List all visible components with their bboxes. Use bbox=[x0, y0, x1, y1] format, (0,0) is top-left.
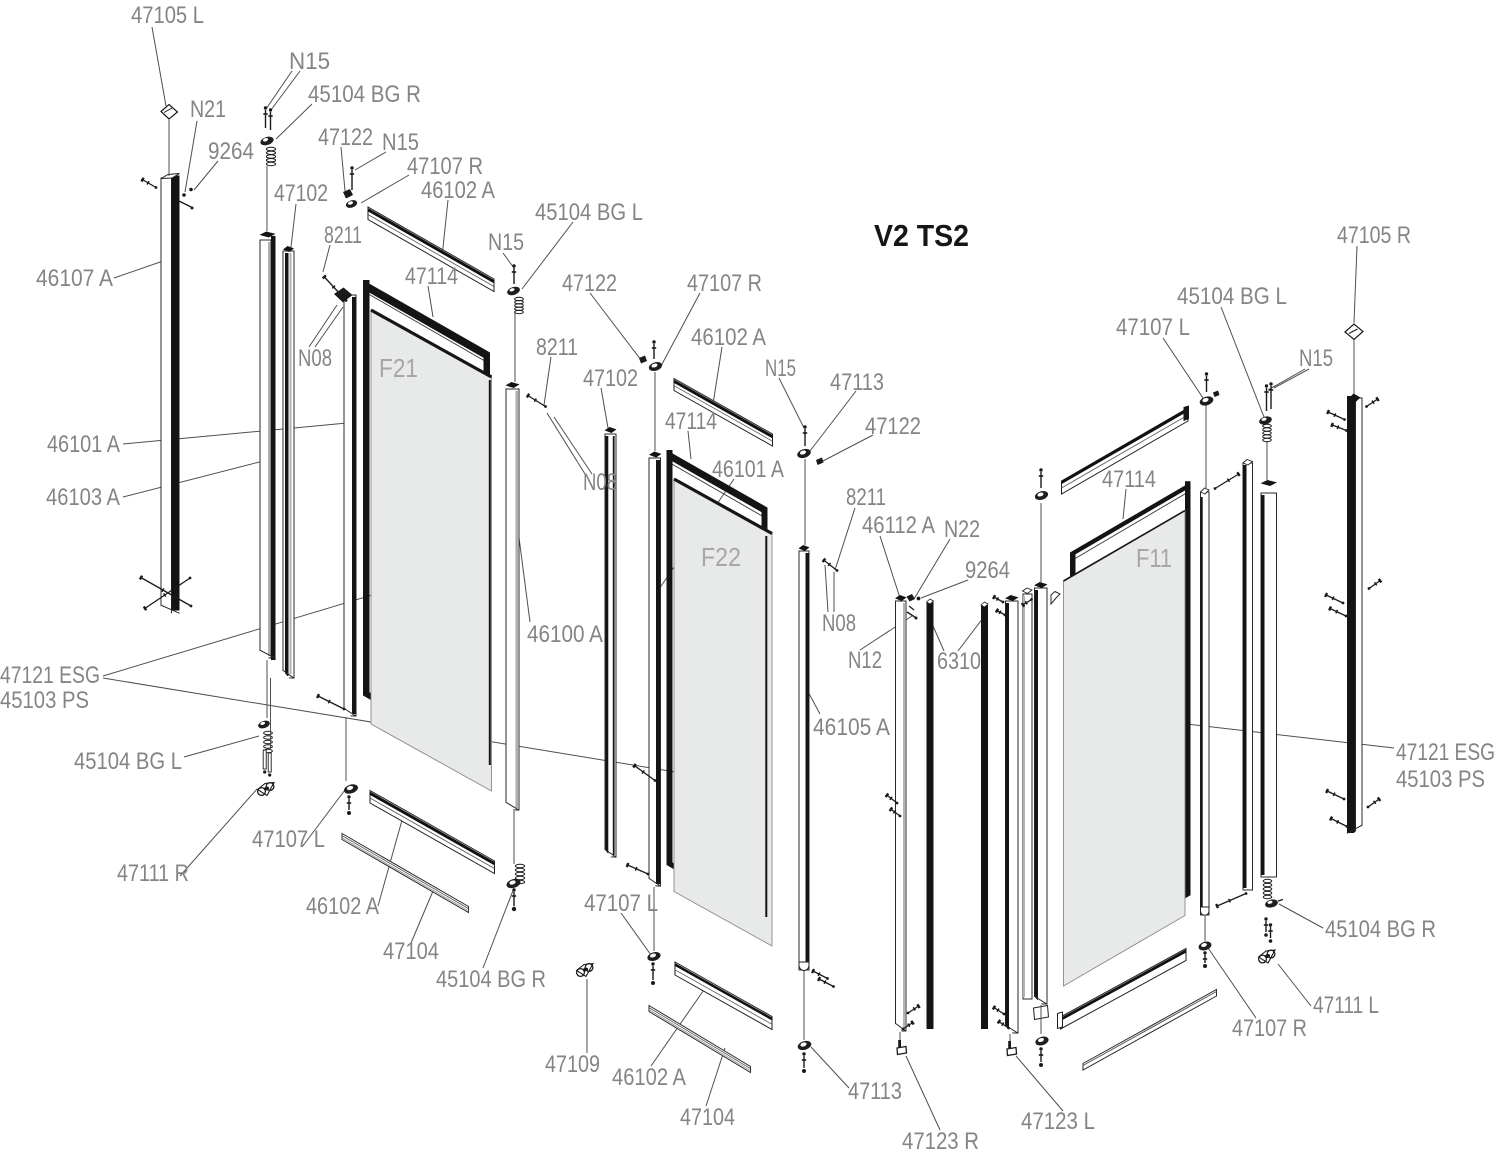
svg-text:N15: N15 bbox=[765, 355, 796, 382]
svg-text:47105 L: 47105 L bbox=[131, 2, 204, 29]
svg-text:45104 BG L: 45104 BG L bbox=[535, 199, 643, 226]
svg-text:45104 BG R: 45104 BG R bbox=[308, 81, 421, 108]
svg-text:47107 L: 47107 L bbox=[252, 826, 325, 853]
svg-text:46103 A: 46103 A bbox=[46, 484, 120, 511]
svg-text:45103 PS: 45103 PS bbox=[1396, 766, 1485, 793]
svg-text:46105 A: 46105 A bbox=[813, 714, 890, 741]
svg-text:47102: 47102 bbox=[583, 365, 638, 392]
svg-text:45104 BG L: 45104 BG L bbox=[74, 748, 182, 775]
svg-text:46102 A: 46102 A bbox=[306, 893, 379, 920]
svg-text:V2 TS2: V2 TS2 bbox=[874, 218, 969, 253]
svg-text:N08: N08 bbox=[822, 610, 856, 637]
svg-text:N15: N15 bbox=[1299, 345, 1333, 372]
svg-text:F11: F11 bbox=[1136, 543, 1172, 573]
svg-text:46100 A: 46100 A bbox=[527, 621, 603, 648]
svg-text:47111 R: 47111 R bbox=[117, 860, 189, 887]
svg-text:47121 ESG: 47121 ESG bbox=[1396, 739, 1495, 766]
svg-text:47114: 47114 bbox=[1102, 466, 1156, 493]
svg-text:8211: 8211 bbox=[536, 334, 578, 361]
svg-text:N15: N15 bbox=[289, 48, 330, 75]
svg-text:47104: 47104 bbox=[383, 938, 439, 965]
svg-text:46102 A: 46102 A bbox=[421, 177, 495, 204]
svg-text:46101 A: 46101 A bbox=[712, 456, 784, 483]
svg-text:47123 L: 47123 L bbox=[1021, 1108, 1095, 1135]
svg-text:F22: F22 bbox=[701, 542, 741, 572]
svg-text:47104: 47104 bbox=[680, 1104, 735, 1131]
svg-text:F21: F21 bbox=[379, 353, 418, 383]
svg-text:47107 R: 47107 R bbox=[407, 153, 483, 180]
svg-text:N15: N15 bbox=[488, 229, 524, 256]
svg-text:47102: 47102 bbox=[274, 180, 328, 207]
svg-text:8211: 8211 bbox=[324, 222, 362, 249]
svg-text:6310: 6310 bbox=[937, 648, 981, 675]
svg-text:47122: 47122 bbox=[562, 270, 617, 297]
svg-text:46101 A: 46101 A bbox=[47, 431, 120, 458]
svg-text:47109: 47109 bbox=[545, 1051, 600, 1078]
svg-text:47107 L: 47107 L bbox=[1116, 314, 1190, 341]
svg-text:45103 PS: 45103 PS bbox=[0, 687, 89, 714]
svg-text:47107 R: 47107 R bbox=[687, 270, 762, 297]
svg-text:N12: N12 bbox=[848, 647, 882, 674]
svg-text:47114: 47114 bbox=[405, 263, 458, 290]
svg-text:45104 BG R: 45104 BG R bbox=[436, 966, 546, 993]
svg-text:47107 R: 47107 R bbox=[1232, 1015, 1307, 1042]
svg-text:46102 A: 46102 A bbox=[612, 1064, 686, 1091]
svg-text:N08: N08 bbox=[583, 469, 617, 496]
svg-text:47122: 47122 bbox=[865, 413, 921, 440]
svg-text:47121 ESG: 47121 ESG bbox=[0, 662, 100, 689]
svg-text:47107 L: 47107 L bbox=[584, 890, 658, 917]
svg-text:45104 BG R: 45104 BG R bbox=[1325, 916, 1436, 943]
svg-text:47105 R: 47105 R bbox=[1337, 222, 1411, 249]
svg-text:47113: 47113 bbox=[848, 1078, 902, 1105]
svg-text:N22: N22 bbox=[944, 516, 980, 543]
svg-text:46107 A: 46107 A bbox=[36, 265, 113, 292]
svg-text:N08: N08 bbox=[298, 345, 332, 372]
svg-text:9264: 9264 bbox=[965, 557, 1010, 584]
svg-text:46112 A: 46112 A bbox=[862, 512, 935, 539]
svg-text:47114: 47114 bbox=[665, 408, 717, 435]
svg-text:N15: N15 bbox=[382, 129, 419, 156]
svg-text:9264: 9264 bbox=[208, 138, 254, 165]
svg-text:8211: 8211 bbox=[846, 484, 886, 511]
svg-text:47123 R: 47123 R bbox=[902, 1128, 979, 1154]
svg-text:47111 L: 47111 L bbox=[1313, 992, 1379, 1019]
svg-text:47113: 47113 bbox=[830, 369, 884, 396]
svg-text:45104 BG L: 45104 BG L bbox=[1177, 283, 1287, 310]
svg-text:46102 A: 46102 A bbox=[691, 324, 766, 351]
svg-text:47122: 47122 bbox=[318, 124, 373, 151]
svg-text:N21: N21 bbox=[190, 96, 226, 123]
